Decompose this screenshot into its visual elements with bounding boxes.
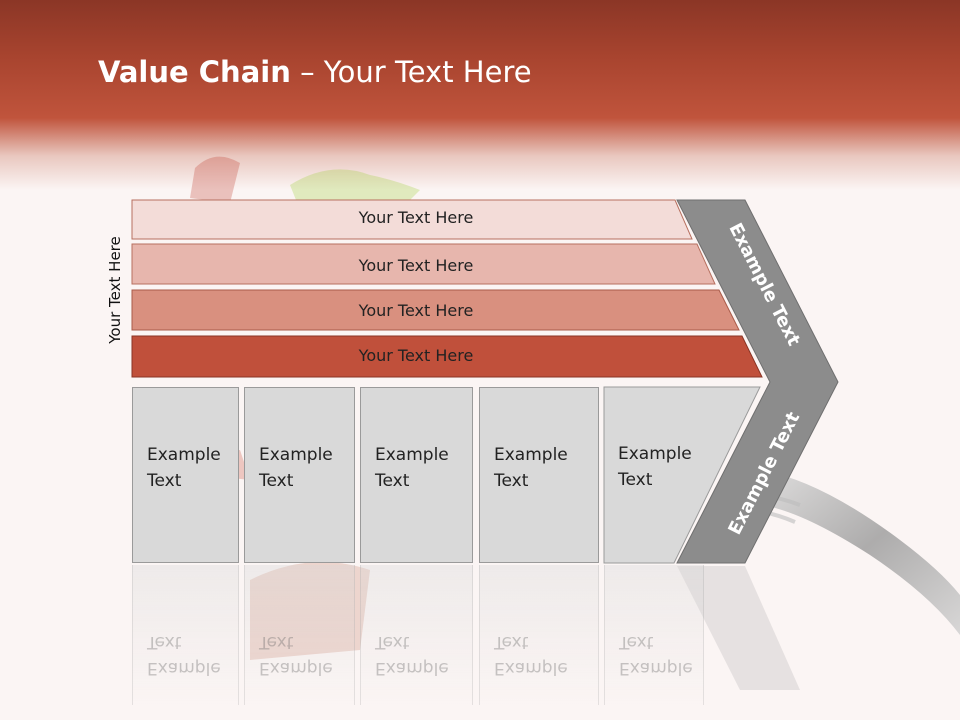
activity-box-2-text: Example Text [259,445,333,491]
slide-title-bold: Value Chain [98,55,291,89]
activity-box-1-text: Example Text [147,445,221,491]
activity-box-4: Example Text [479,387,599,563]
box-reflection-3-text: Example Text [375,632,449,678]
row-shape-1 [131,199,693,240]
chevron-shape [676,199,839,564]
row-label-4: Your Text Here [358,346,474,365]
box-reflection-2-text: Example Text [259,632,333,678]
header-band [0,0,960,190]
slide-title-rest: – Your Text Here [290,55,532,89]
box-reflection-1-text: Example Text [147,632,221,678]
row-shape-4 [131,335,763,378]
box-reflection-3: Example Text [360,565,473,705]
row-shape-3 [131,289,740,331]
chevron-reflection [677,566,800,690]
box-reflection-2: Example Text [244,565,355,705]
row-label-3: Your Text Here [358,301,474,320]
box-reflection-1: Example Text [132,565,239,705]
row-label-1: Your Text Here [358,208,474,227]
box-reflection-4: Example Text [479,565,599,705]
activity-box-1: Example Text [132,387,239,563]
box-reflection-4-text: Example Text [494,632,568,678]
last-box-shape [603,386,761,564]
box-reflection-5-text: Example Text [619,632,693,678]
box-reflection-5: Example Text [604,565,704,705]
activity-box-3-text: Example Text [375,445,449,491]
slide-title: Value Chain – Your Text Here [98,55,532,89]
row-label-2: Your Text Here [358,256,474,275]
activity-box-4-text: Example Text [494,445,568,491]
activity-box-5-text: Example Text [618,444,692,490]
activity-box-3: Example Text [360,387,473,563]
row-shape-2 [131,243,716,285]
activity-box-2: Example Text [244,387,355,563]
